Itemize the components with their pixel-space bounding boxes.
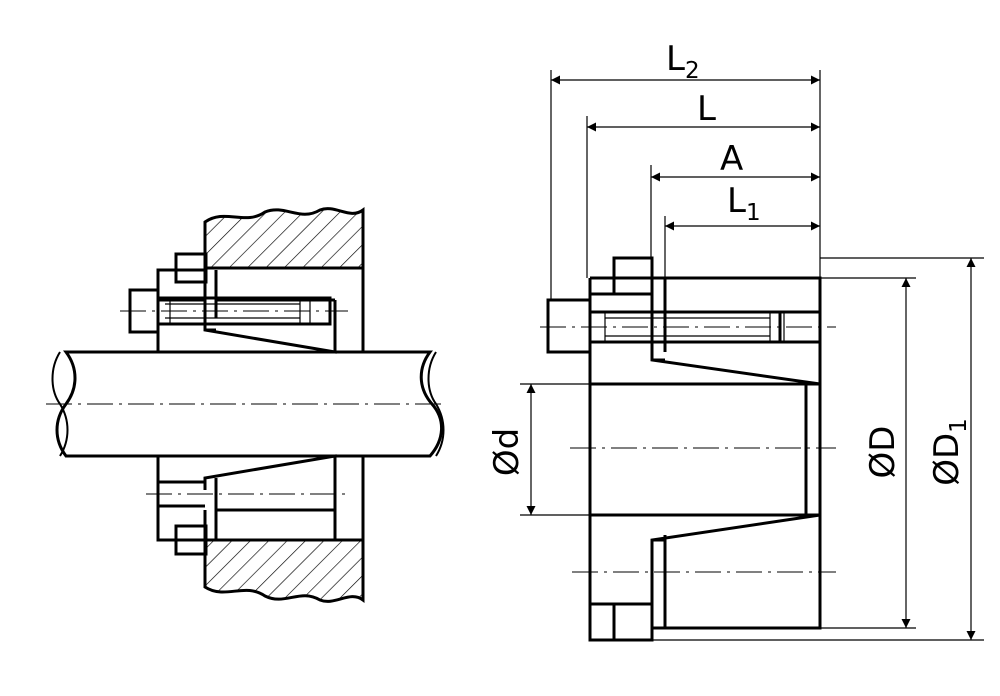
label-d: Ød xyxy=(487,428,527,476)
clamping-element-view xyxy=(540,256,836,642)
dimensions: L2 L A L1 Ød ØD ØD1 xyxy=(487,39,984,641)
outer-ring xyxy=(652,276,822,630)
inner-ring xyxy=(588,276,654,642)
label-D1: ØD1 xyxy=(927,418,972,486)
label-L: L xyxy=(697,89,716,129)
hub-lower-section xyxy=(203,538,365,604)
screw-head-top xyxy=(612,256,654,296)
bolt-head xyxy=(546,298,592,354)
label-A: A xyxy=(720,139,743,179)
taper-lower xyxy=(650,513,821,608)
flange-upper xyxy=(156,268,207,302)
shaft xyxy=(55,350,443,458)
hub-upper-section xyxy=(203,206,365,270)
label-L1: L1 xyxy=(727,181,761,226)
assembly-section-view xyxy=(46,206,445,604)
screw-head-bottom xyxy=(612,602,654,642)
label-D: ØD xyxy=(863,426,903,479)
label-L2: L2 xyxy=(666,39,700,84)
screw-head-lower xyxy=(174,524,208,556)
cone-upper xyxy=(203,300,337,354)
